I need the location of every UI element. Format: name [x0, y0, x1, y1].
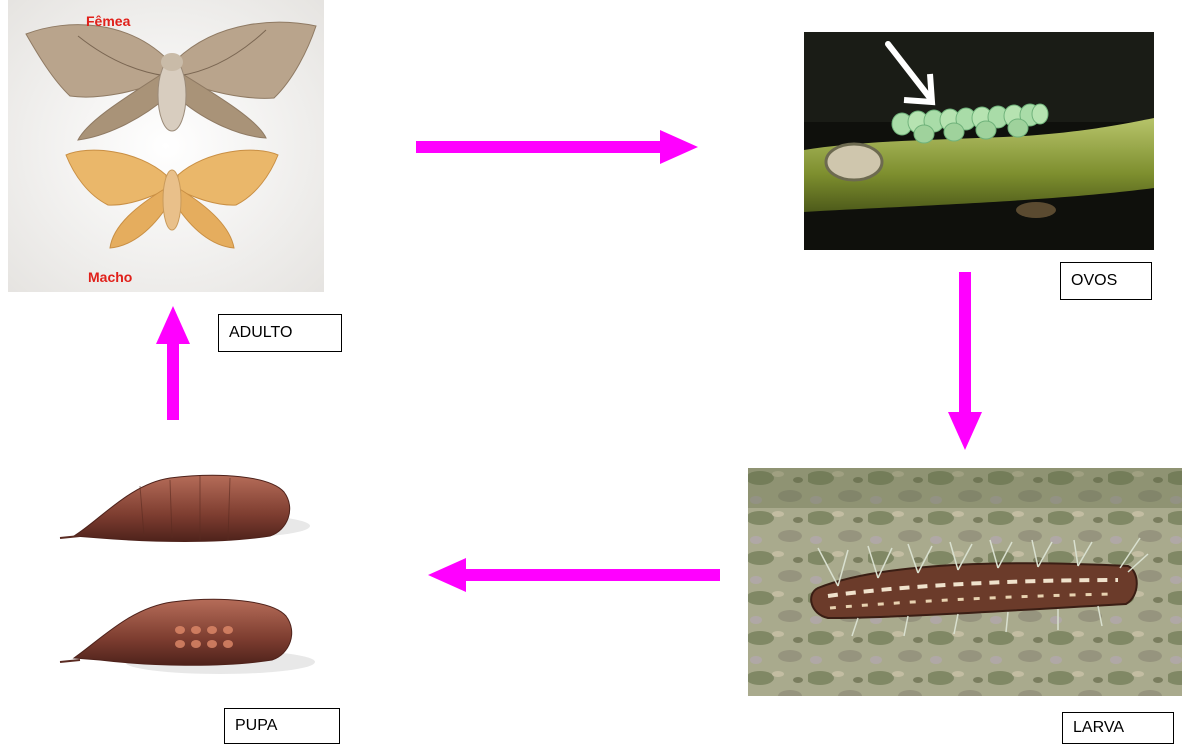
male-caption: Macho — [88, 269, 132, 285]
arrow-ovos-to-larva — [948, 272, 982, 450]
label-adulto: ADULTO — [218, 314, 342, 352]
arrow-larva-to-pupa — [428, 558, 720, 592]
female-caption: Fêmea — [86, 13, 131, 29]
label-pupa: PUPA — [224, 708, 340, 744]
arrow-pupa-to-adulto — [156, 306, 190, 420]
adult-moths-image: Fêmea Macho — [8, 0, 324, 292]
eggs-image — [804, 32, 1154, 250]
arrow-adulto-to-ovos — [416, 130, 698, 164]
label-larva: LARVA — [1062, 712, 1174, 744]
larva-image — [748, 468, 1182, 696]
label-ovos: OVOS — [1060, 262, 1152, 300]
pupa-image — [40, 440, 340, 702]
